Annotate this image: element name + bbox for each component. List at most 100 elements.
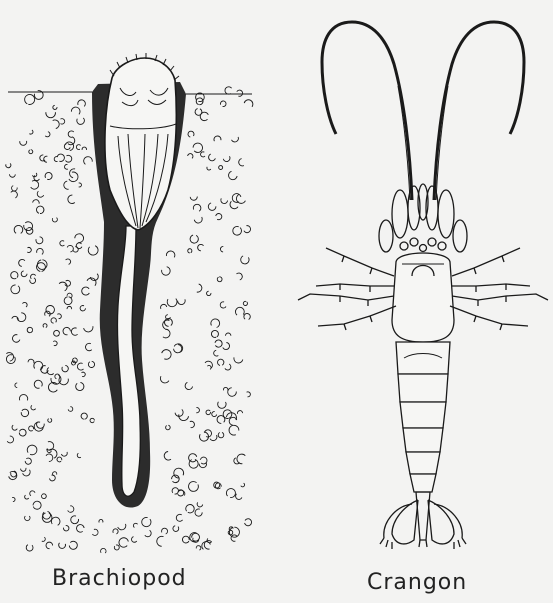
sediment-grain [53, 120, 59, 129]
sediment-grain [80, 306, 85, 311]
sediment-grain [19, 395, 27, 401]
sediment-grain [244, 100, 253, 107]
sediment-grain [176, 514, 182, 521]
sediment-grain [166, 251, 174, 257]
sediment-grain [19, 259, 25, 266]
sediment-grain [214, 350, 219, 356]
sediment-grain [241, 483, 245, 487]
sediment-grain [232, 137, 239, 142]
sediment-grain [28, 359, 34, 363]
sediment-grain [119, 538, 128, 547]
crangon-caption: Crangon [367, 570, 467, 595]
sediment-grain [208, 203, 216, 210]
sediment-grain [25, 516, 30, 521]
sediment-grain [218, 432, 224, 437]
sediment-grain [225, 364, 231, 370]
sediment-grain [54, 330, 60, 336]
sediment-grain [133, 523, 137, 527]
sediment-grain [166, 425, 171, 430]
sediment-grain [69, 541, 77, 549]
sediment-grain [12, 186, 18, 191]
sediment-grain [46, 112, 56, 117]
sediment-grain [77, 525, 85, 533]
sediment-grain [82, 372, 86, 376]
sediment-grain [29, 130, 33, 134]
sediment-grain [161, 304, 167, 309]
sediment-grain [45, 172, 52, 179]
sediment-grain [82, 147, 86, 150]
sediment-grain [220, 101, 226, 107]
sediment-grain [57, 457, 62, 462]
sediment-grain [189, 459, 198, 468]
sediment-grain [188, 131, 194, 137]
sediment-grain [64, 164, 67, 169]
sediment-grain [201, 152, 205, 157]
sediment-grain [64, 297, 72, 305]
sediment-grain [61, 119, 65, 124]
sediment-grain [198, 244, 204, 250]
sediment-grain [223, 343, 230, 350]
left-legs [298, 248, 396, 330]
sediment-grain [229, 417, 237, 425]
sediment-grain [50, 475, 56, 481]
sediment-grain [37, 206, 44, 213]
sediment-grain [197, 502, 203, 506]
sediment-grain [11, 191, 18, 198]
head-appendages [379, 184, 467, 252]
sediment-grain [243, 301, 247, 305]
sediment-grain [113, 529, 118, 534]
sediment-grain [244, 226, 251, 233]
sediment-grain [14, 225, 23, 233]
sediment-grain [71, 516, 79, 524]
sediment-grain [160, 376, 168, 383]
carapace [392, 253, 454, 342]
sediment-grain [59, 282, 67, 291]
sediment-grain [20, 141, 27, 145]
sediment-grain [37, 422, 45, 428]
sediment-grain [21, 468, 26, 471]
sediment-grain [219, 166, 223, 170]
sediment-grain [200, 457, 207, 464]
sediment-grain [193, 143, 202, 152]
sediment-grain [68, 506, 74, 512]
sediment-grain [172, 488, 178, 494]
sediment-grain [237, 411, 242, 414]
sediment-grain [145, 530, 151, 536]
sediment-grain [207, 167, 211, 170]
sediment-grain [190, 421, 195, 427]
sediment-grain [90, 418, 94, 422]
sediment-grain [25, 94, 35, 104]
sediment-grain [196, 546, 201, 550]
sediment-grain [194, 217, 202, 223]
brachiopod-caption: Brachiopod [52, 566, 187, 591]
sediment-grain [195, 109, 202, 116]
sediment-grain [211, 319, 220, 328]
sediment-grain [186, 505, 194, 513]
sediment-grain [6, 163, 11, 167]
sediment-grain [52, 218, 57, 222]
right-legs [450, 248, 548, 330]
sediment-grain [182, 536, 189, 543]
sediment-grain [75, 234, 84, 243]
sediment-grain [207, 291, 211, 295]
sediment-grain [51, 517, 60, 525]
sediment-grain [247, 392, 251, 397]
sediment-grain [204, 430, 211, 437]
sediment-grain [82, 287, 90, 295]
sediment-grain [57, 154, 64, 161]
sediment-grain [239, 159, 244, 166]
sediment-grain [53, 341, 57, 346]
sediment-grain [25, 495, 29, 499]
sediment-grain [34, 422, 43, 431]
tail-fan [380, 492, 466, 549]
sediment-grain [31, 181, 39, 190]
sediment-grain [21, 409, 28, 416]
sediment-grain [25, 458, 31, 464]
sediment-grain [226, 333, 231, 336]
sediment-grain [11, 272, 18, 279]
sediment-grain [54, 157, 58, 162]
sediment-grain [235, 307, 244, 315]
brachiopod-shell [105, 58, 176, 230]
sediment-grain [77, 363, 83, 370]
